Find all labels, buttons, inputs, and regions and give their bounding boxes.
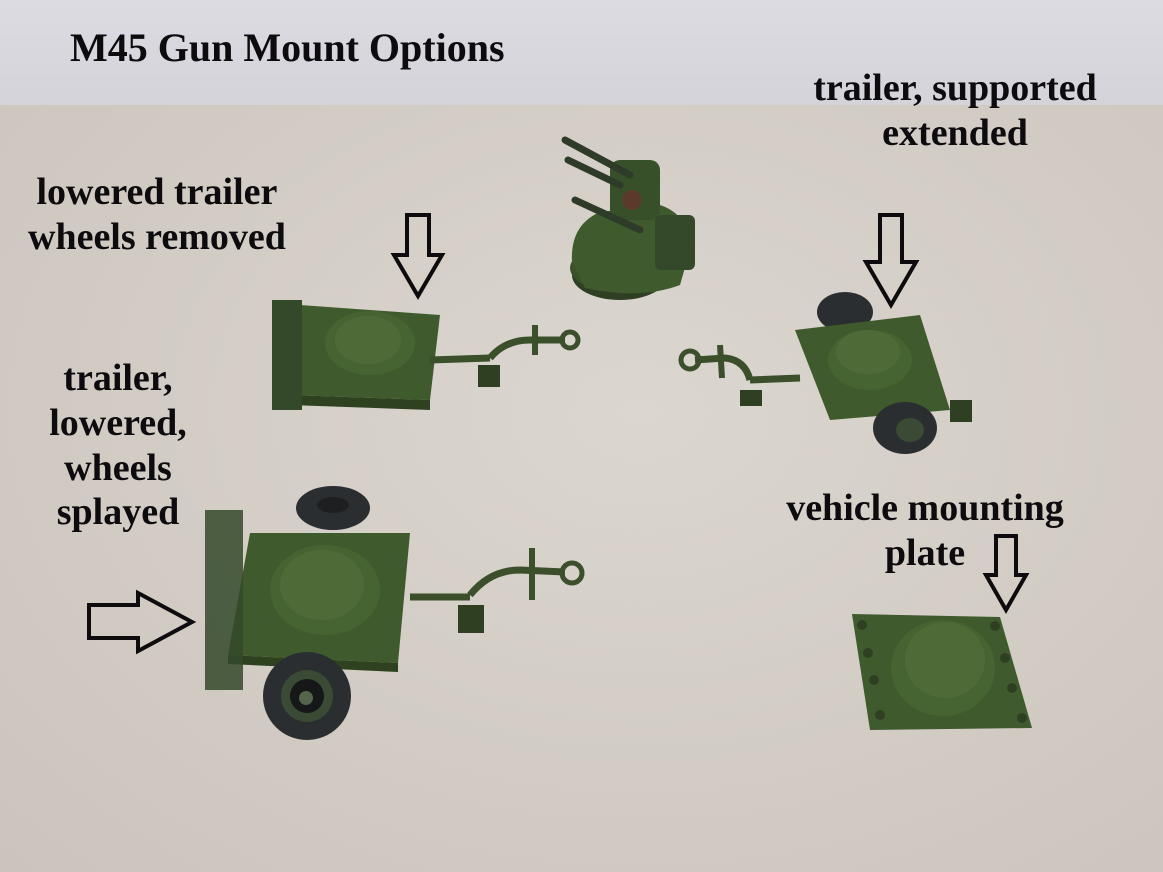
trailer-lowered-wheels-removed (272, 300, 581, 410)
arrow-down-icon (862, 213, 920, 309)
label-supported-extended: trailer, supported extended (813, 67, 1097, 154)
arrow-down-icon (390, 213, 446, 300)
gun-turret (561, 136, 695, 300)
label-lowered-wheels-removed: lowered trailer wheels removed (28, 171, 286, 258)
arrow-right-icon (87, 589, 197, 655)
label-lowered-wheels-splayed: trailer, lowered, wheels splayed (49, 357, 187, 534)
background-wall (0, 0, 1163, 120)
page-title: M45 Gun Mount Options (70, 25, 505, 70)
arrow-down-icon (982, 534, 1030, 615)
vehicle-mounting-plate (852, 614, 1032, 730)
trailer-supported-extended (678, 292, 972, 454)
label-vehicle-mounting-plate: vehicle mounting plate (786, 487, 1064, 574)
trailer-lowered-wheels-splayed (205, 486, 585, 740)
